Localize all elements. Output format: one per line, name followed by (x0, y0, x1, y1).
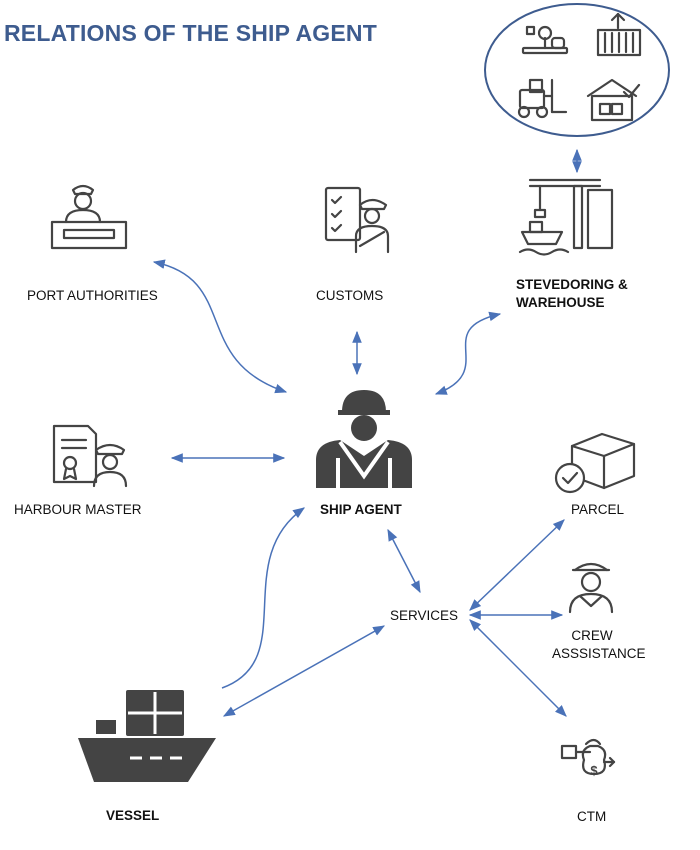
label-harbour-master: HARBOUR MASTER (14, 502, 142, 517)
label-ship-agent: SHIP AGENT (320, 502, 402, 517)
arrow-vessel-agent (221, 507, 305, 689)
label-crew-line2: ASSSISTANCE (552, 646, 646, 661)
ship-agent-icon (316, 390, 412, 488)
crane-ship-icon (518, 178, 614, 256)
label-stevedoring-line1: STEVEDORING & (516, 277, 628, 292)
label-parcel: PARCEL (571, 502, 625, 517)
arrow-stevedoring (434, 311, 502, 395)
arrow-parcel (469, 519, 565, 611)
warehouse-icon (586, 78, 641, 122)
port-authority-icon (50, 184, 128, 250)
label-vessel: VESSEL (106, 808, 160, 823)
dollar-sign: $ (590, 763, 598, 778)
customs-icon (324, 186, 390, 254)
label-crew-line1: CREW (571, 628, 613, 643)
sailor-icon (568, 562, 614, 614)
arrow-port-authorities (152, 259, 288, 394)
label-services: SERVICES (390, 608, 459, 623)
label-stevedoring-line2: WAREHOUSE (516, 295, 605, 310)
scale-icon (521, 25, 569, 55)
arrow-agent-services (387, 528, 421, 594)
arrow-vessel-services (222, 625, 386, 717)
container-icon (596, 12, 642, 57)
label-port-authorities: PORT AUTHORITIES (27, 288, 158, 303)
arrow-ctm (469, 619, 567, 717)
harbour-master-icon (52, 424, 128, 488)
parcel-icon (554, 432, 636, 494)
page-title: RELATIONS OF THE SHIP AGENT (4, 20, 377, 46)
money-transfer-icon (560, 738, 616, 776)
facilities-oval (484, 3, 670, 137)
label-stevedoring: STEVEDORING & WAREHOUSE (516, 277, 628, 310)
label-crew-assistance: CREW ASSSISTANCE (552, 628, 646, 661)
vessel-icon (78, 690, 216, 782)
forklift-icon (517, 78, 568, 119)
label-ctm: CTM (577, 809, 607, 824)
label-customs: CUSTOMS (316, 288, 384, 303)
